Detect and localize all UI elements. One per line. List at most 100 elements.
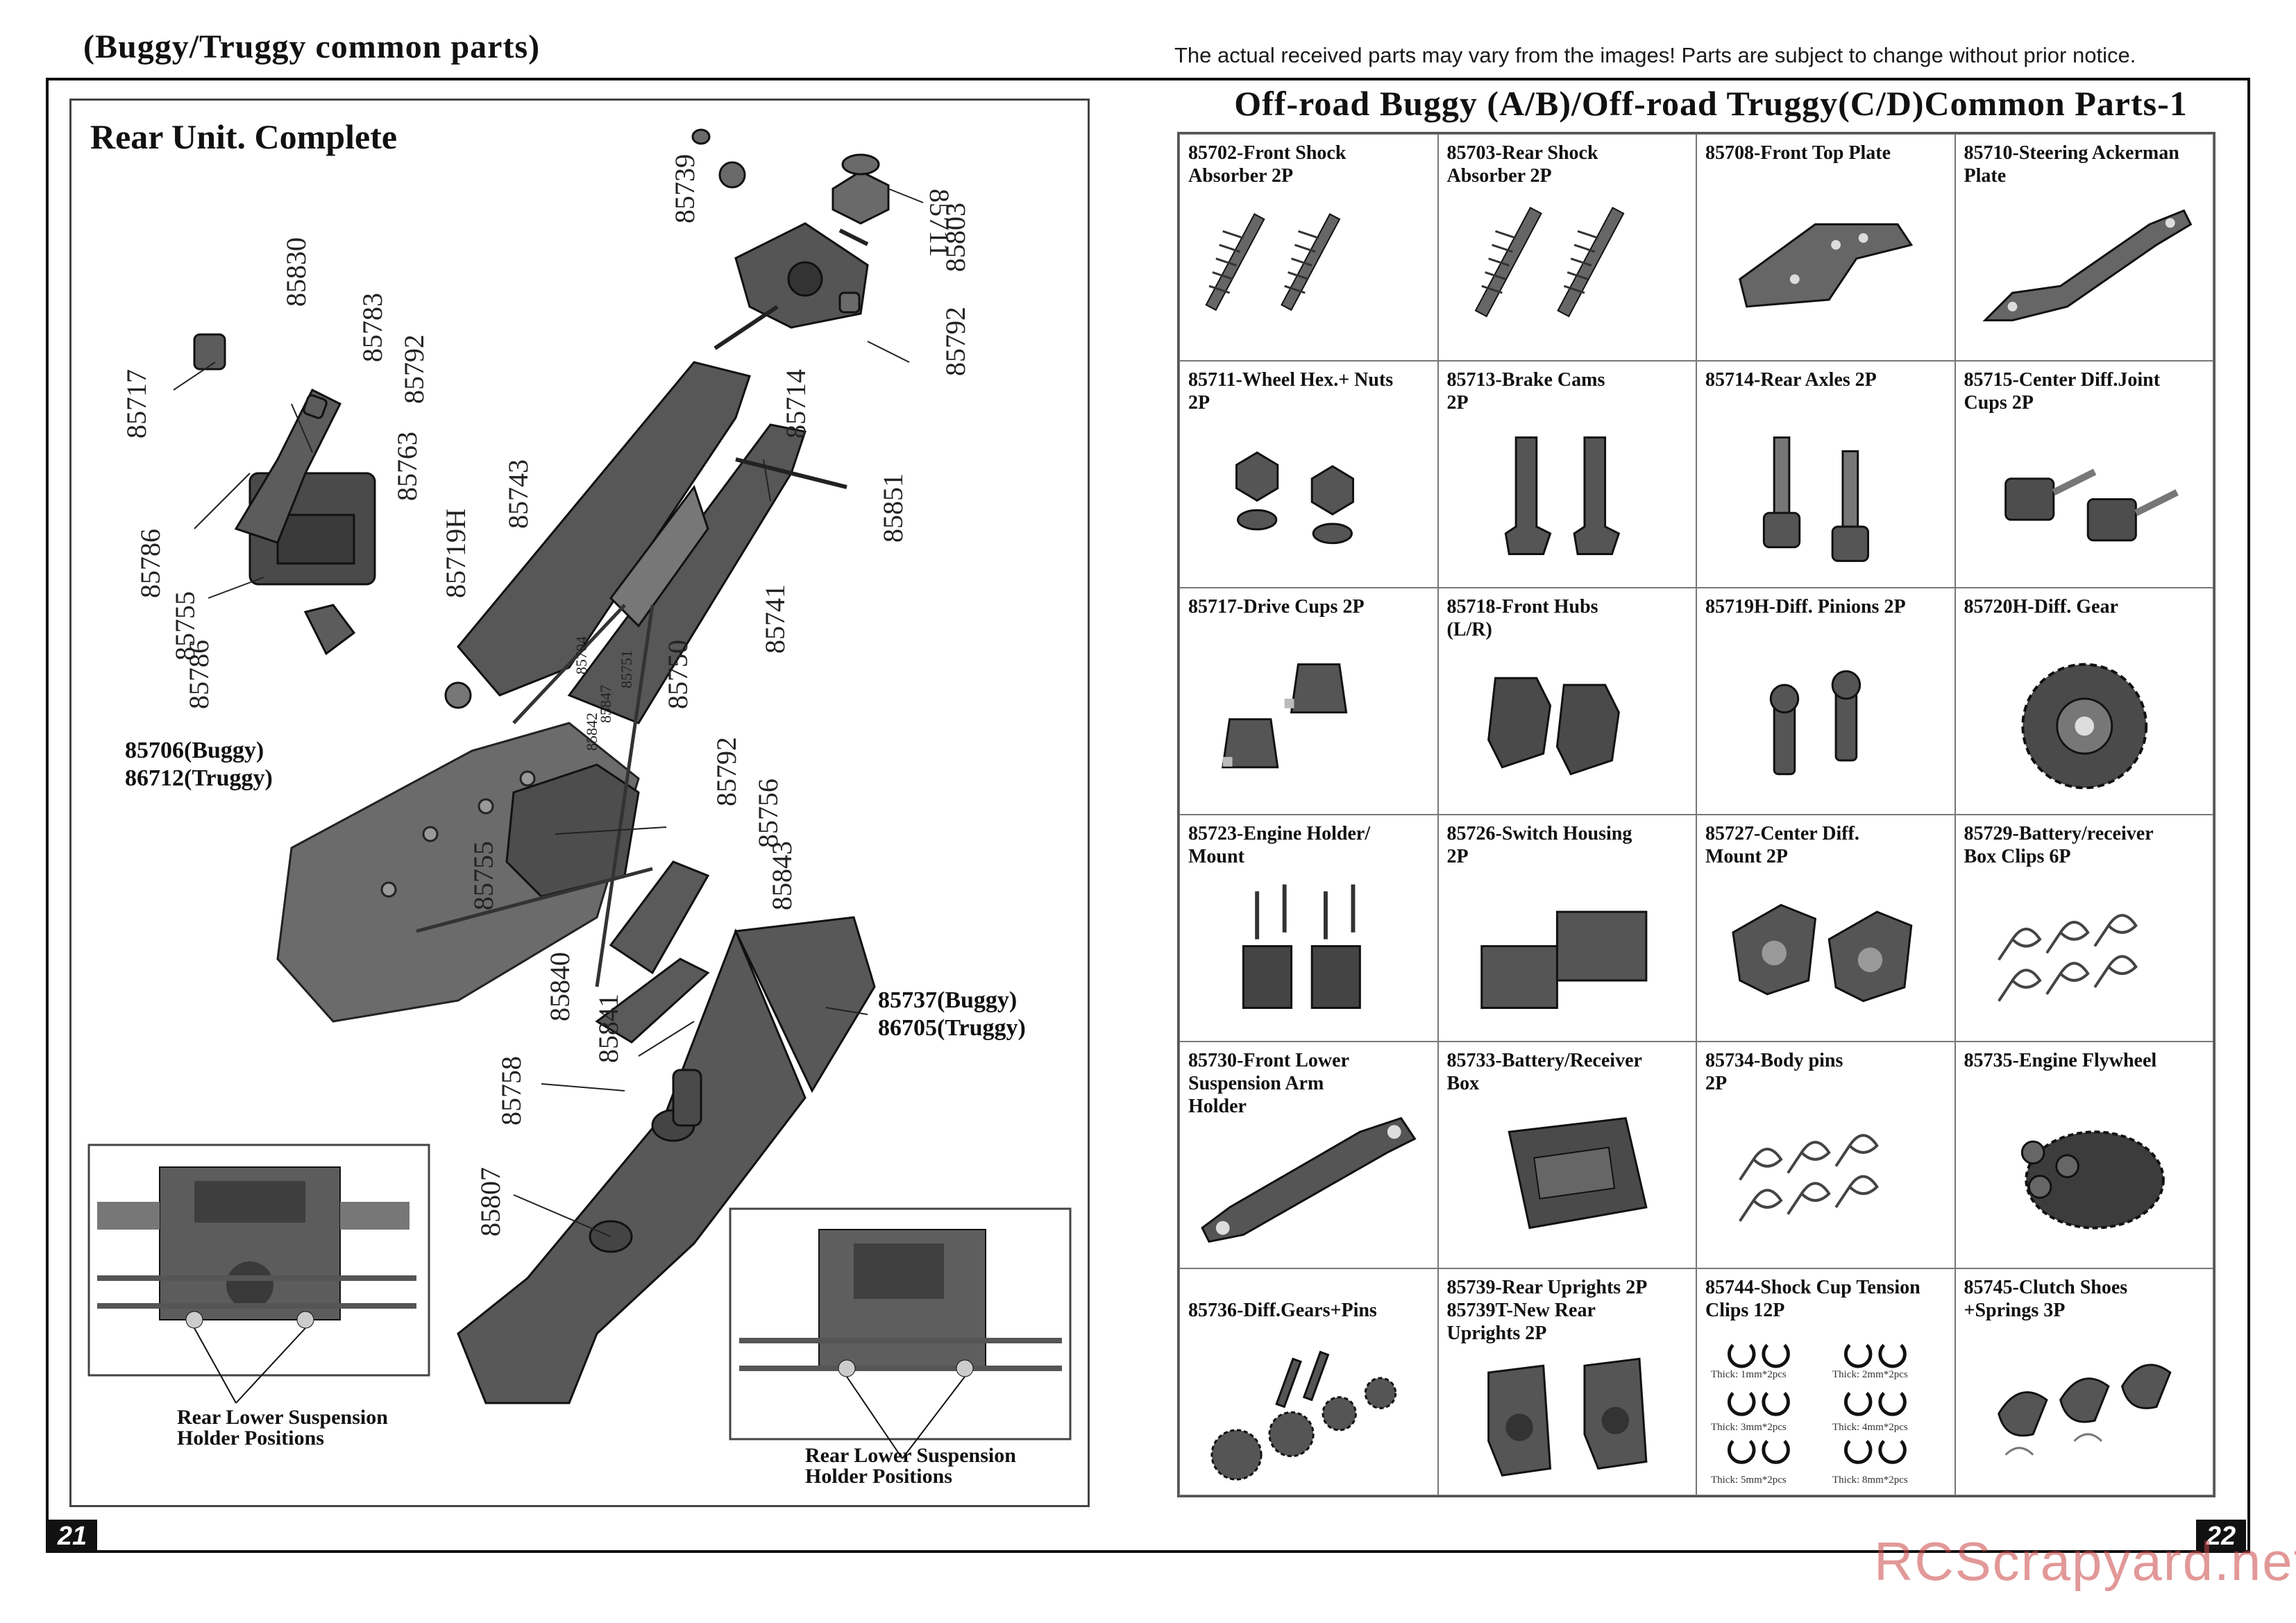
watermark: RCScrapyard.net	[1874, 1531, 2296, 1592]
part-label: 85735-Engine Flywheel	[1964, 1050, 2157, 1071]
callout-85842: 85842	[583, 713, 600, 751]
callout-85786-upper: 85786	[135, 529, 166, 598]
callout-85704: 85704	[573, 636, 590, 674]
front-hub-icon	[1487, 677, 1620, 776]
drive-cup-icon	[1222, 663, 1348, 769]
rear-lower-holders	[595, 860, 710, 1044]
inset-caption-1-line2: Holder Positions	[177, 1427, 324, 1450]
callout-85750: 85750	[662, 640, 693, 709]
wing-truggy-number: 86705	[878, 1015, 937, 1041]
part-cell: 85710-Steering Ackerman Plate	[1955, 134, 2213, 361]
clip-size-2mm: Thick: 2mm*2pcs	[1832, 1369, 1908, 1380]
part-cell: 85715-Center Diff.Joint Cups 2P	[1955, 361, 2213, 588]
callout-85741: 85741	[759, 584, 791, 654]
page-frame	[46, 78, 2250, 1553]
part-cell: 85720H-Diff. Gear	[1955, 588, 2213, 815]
parts-disclaimer: The actual received parts may vary from …	[1174, 43, 2136, 67]
part-label: 85715-Center Diff.Joint Cups 2P	[1964, 369, 2161, 414]
part-cell: 85713-Brake Cams 2P	[1437, 361, 1696, 588]
shock-absorber-icon	[1474, 206, 1624, 318]
callout-85783: 85783	[357, 293, 388, 362]
callout-85792-top: 85792	[940, 307, 971, 376]
shock-absorber-icon	[1205, 213, 1341, 312]
callout-85803: 85803	[940, 203, 971, 272]
receiver-box-icon	[1507, 1116, 1648, 1230]
callout-85739: 85739	[669, 154, 700, 223]
switch-housing-icon	[1480, 910, 1647, 1009]
part-label: 85710-Steering Ackerman Plate	[1964, 142, 2179, 187]
part-cell: 85719H-Diff. Pinions 2P	[1696, 588, 1955, 815]
part-cell: 85703-Rear Shock Absorber 2P	[1437, 134, 1696, 361]
link-rods	[416, 604, 655, 987]
wing-truggy-label: (Truggy)	[937, 1015, 1026, 1041]
clip-size-1mm: Thick: 1mm*2pcs	[1711, 1369, 1787, 1380]
part-label: 85727-Center Diff. Mount 2P	[1705, 823, 1859, 867]
brake-cam-icon	[1504, 436, 1620, 555]
arm-holder-icon	[1201, 1116, 1417, 1243]
part-cell: 85739-Rear Uprights 2P 85739T-New Rear U…	[1437, 1268, 1696, 1495]
part-label: 85744-Shock Cup Tension Clips 12P	[1705, 1277, 1921, 1321]
body-pin-icon	[1739, 1134, 1879, 1222]
wheel-hex-icon	[1235, 451, 1354, 545]
rear-axle	[714, 228, 869, 489]
axle-icon	[1762, 436, 1869, 562]
callout-85758: 85758	[496, 1056, 527, 1125]
part-cell: 85729-Battery/receiver Box Clips 6P	[1955, 815, 2213, 1042]
part-cell: 85718-Front Hubs (L/R)	[1437, 588, 1696, 815]
part-label: 85713-Brake Cams 2P	[1446, 369, 1605, 414]
clip-size-8mm: Thick: 8mm*2pcs	[1832, 1475, 1908, 1486]
svg-text:86712(Truggy): 86712(Truggy)	[125, 765, 273, 791]
part-label: 85703-Rear Shock Absorber 2P	[1446, 142, 1598, 187]
part-cell: 85733-Battery/Receiver Box	[1437, 1042, 1696, 1268]
svg-text:85737(Buggy): 85737(Buggy)	[878, 987, 1017, 1013]
part-label: 85729-Battery/receiver Box Clips 6P	[1964, 823, 2154, 867]
callout-85840: 85840	[544, 952, 575, 1021]
part-label: 85719H-Diff. Pinions 2P	[1705, 596, 1906, 618]
part-cell: 85726-Switch Housing 2P	[1437, 815, 1696, 1042]
callout-85756: 85756	[752, 779, 784, 848]
engine-mount-icon	[1242, 884, 1361, 1009]
callout-85792-mid: 85792	[398, 334, 430, 404]
page-number-left: 21	[47, 1520, 97, 1553]
callout-85755-lower: 85755	[468, 841, 499, 910]
callout-85719H: 85719H	[440, 509, 471, 598]
part-cell: 85730-Front Lower Suspension Arm Holder	[1179, 1042, 1438, 1268]
callout-85786-lower: 85786	[183, 640, 214, 709]
part-label: 85745-Clutch Shoes +Springs 3P	[1964, 1277, 2128, 1321]
section-header: (Buggy/Truggy common parts)	[83, 28, 541, 65]
inset-rear-lower-suspension-2	[729, 1207, 1072, 1459]
exploded-view-panel	[69, 99, 1090, 1507]
callout-85851: 85851	[877, 473, 909, 543]
chassis-truggy-number: 86712	[125, 765, 184, 791]
callout-85841: 85841	[593, 994, 624, 1063]
part-label: 85736-Diff.Gears+Pins	[1188, 1300, 1377, 1321]
callout-85830: 85830	[280, 237, 312, 307]
flywheel-icon	[2020, 1130, 2165, 1230]
clip-size-3mm: Thick: 3mm*2pcs	[1711, 1422, 1787, 1433]
inset-caption-2-line1: Rear Lower Suspension	[805, 1444, 1016, 1467]
callout-85714: 85714	[780, 369, 811, 439]
part-label: 85718-Front Hubs (L/R)	[1446, 596, 1598, 640]
part-cell: 85711-Wheel Hex.+ Nuts 2P	[1179, 361, 1438, 588]
diff-gears-icon	[1210, 1350, 1397, 1481]
part-cell: 85717-Drive Cups 2P	[1179, 588, 1438, 815]
part-label: 85720H-Diff. Gear	[1964, 596, 2118, 618]
tension-clip-icon	[1727, 1343, 1907, 1464]
svg-text:86705(Truggy): 86705(Truggy)	[878, 1015, 1026, 1041]
part-cell: 85723-Engine Holder/ Mount	[1179, 815, 1438, 1042]
part-cell: 85745-Clutch Shoes +Springs 3P	[1955, 1268, 2213, 1495]
inset-rear-lower-suspension-1	[87, 1144, 430, 1404]
part-label: 85734-Body pins 2P	[1705, 1050, 1843, 1094]
diff-gear-icon	[2020, 663, 2147, 790]
inset-caption-1-line1: Rear Lower Suspension	[177, 1406, 388, 1429]
callout-85711: 85711	[924, 189, 955, 257]
chassis-buggy-label: (Buggy)	[184, 738, 264, 763]
callout-85807: 85807	[475, 1167, 506, 1237]
joint-cup-icon	[2004, 468, 2179, 542]
callout-85763: 85763	[391, 432, 423, 501]
callout-85717: 85717	[121, 369, 152, 439]
page-number-right: 22	[2196, 1520, 2246, 1553]
part-cell: 85734-Body pins 2P	[1696, 1042, 1955, 1268]
body-clip-icon	[1997, 914, 2138, 1002]
wing-buggy-label: (Buggy)	[937, 987, 1017, 1013]
